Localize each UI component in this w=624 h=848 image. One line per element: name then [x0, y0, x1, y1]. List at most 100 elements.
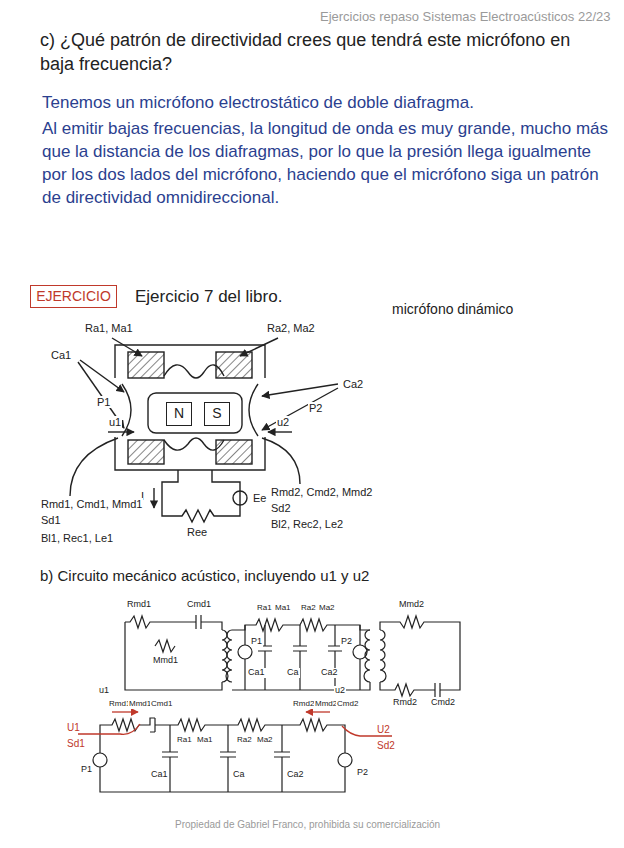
question-text: c) ¿Qué patrón de directividad crees que…	[40, 28, 605, 77]
component-label: Ma1	[274, 604, 292, 613]
drawing-title: micrófono dinámico	[392, 300, 513, 319]
microphone-drawing-part	[148, 393, 242, 433]
equivalent-circuit-top-part	[258, 625, 272, 690]
answer-text: Al emitir bajas frecuencias, la longitud…	[42, 118, 612, 210]
equivalent-circuit-top-part	[226, 630, 232, 682]
component-label: Rmd1	[126, 600, 152, 610]
microphone-drawing-part	[162, 470, 240, 522]
equivalent-circuit-bottom	[93, 718, 352, 792]
microphone-drawing-part	[262, 388, 338, 430]
source-label: P1	[250, 637, 263, 647]
equivalent-circuit-bottom-part	[93, 753, 107, 767]
component-label: Ra1	[256, 604, 273, 613]
component-label: Ca2	[286, 770, 305, 780]
parameter-list: Sd2	[270, 502, 292, 514]
answer-text: Tenemos un micrófono electrostático de d…	[42, 92, 612, 115]
page-header: Ejercicios repaso Sistemas Electroacústi…	[320, 8, 610, 26]
exercise-box: EJERCICIO	[30, 285, 117, 308]
component-label: Mmd1	[128, 700, 152, 709]
equivalent-circuit-bottom-part	[155, 719, 345, 753]
microphone-drawing-part	[268, 431, 292, 432]
microphone-drawing-part	[128, 352, 164, 378]
equivalent-circuit-top-part	[125, 622, 222, 690]
equivalent-circuit-top-part	[201, 622, 222, 630]
flow-arrows-part	[112, 711, 138, 712]
microphone-drawing-part	[216, 352, 252, 378]
microphone-drawing-part	[112, 338, 142, 356]
microphone-drawing-part	[115, 437, 265, 470]
parameter-list: Rmd2, Cmd2, Mmd2	[270, 486, 373, 498]
parameter-list: Bl1, Rec1, Le1	[40, 532, 114, 544]
component-label: Ra1	[176, 736, 193, 745]
velocity-label: u1	[108, 416, 122, 428]
microphone-drawing-part	[249, 384, 258, 436]
equivalent-circuit-top-part	[238, 645, 252, 659]
microphone-drawing-part	[78, 362, 124, 428]
exercise-heading: Ejercicio 7 del libro.	[135, 286, 282, 309]
equivalent-circuit-top-part	[196, 615, 201, 629]
parameter-list: Sd1	[40, 514, 62, 526]
flow-arrows-part	[78, 724, 140, 734]
pressure-label: P2	[308, 402, 323, 414]
component-label: Ma2	[256, 736, 274, 745]
equivalent-circuit-top-part	[328, 625, 342, 690]
equivalent-circuit-top-part	[245, 625, 360, 690]
equivalent-circuit-top	[125, 615, 460, 697]
microphone-drawing-part	[108, 431, 134, 432]
source-label: Ee	[252, 492, 267, 504]
magnet-pole: S	[204, 402, 230, 426]
source-label: P2	[356, 768, 369, 778]
equivalent-circuit-bottom-part	[338, 753, 352, 767]
parameter-list: Rmd1, Cmd1, Mmd1	[40, 498, 143, 510]
component-label: Ra2	[300, 604, 317, 613]
equivalent-circuit-top-part	[155, 640, 175, 652]
microphone-drawing-part	[164, 365, 224, 378]
node-text: N	[167, 405, 191, 422]
component-label: Rmd2	[292, 700, 315, 709]
flow-label: Sd2	[376, 740, 396, 751]
equivalent-circuit-top-part	[435, 683, 440, 697]
velocity-label: u2	[334, 686, 346, 696]
flow-arrows-part	[306, 711, 330, 712]
parameter-list: Bl2, Rec2, Le2	[270, 518, 344, 530]
question-text: b) Circuito mecánico acústico, incluyend…	[40, 566, 369, 586]
component-label: Mmd2	[398, 600, 425, 610]
node-text: S	[205, 405, 229, 422]
source-label: P2	[340, 637, 353, 647]
part-label: Ra1, Ma1	[84, 322, 134, 334]
pressure-label: P1	[96, 396, 111, 408]
resistor-label: Ree	[186, 526, 208, 538]
equivalent-circuit-top-part	[380, 682, 435, 696]
component-label: Mmd1	[152, 656, 179, 666]
equivalent-circuit-bottom-part	[274, 725, 290, 792]
microphone-drawing-part	[115, 345, 265, 378]
equivalent-circuit-top-part	[232, 682, 370, 690]
equivalent-circuit-top-part	[125, 616, 196, 628]
velocity-label: u1	[98, 686, 110, 696]
component-label: Cmd1	[186, 600, 212, 610]
flow-arrows	[78, 712, 392, 736]
component-label: Ra2	[236, 736, 253, 745]
component-label: Cmd1	[150, 700, 173, 709]
equivalent-circuit-top-part	[293, 625, 307, 690]
part-label: Ca1	[50, 349, 72, 361]
equivalent-circuit-bottom-part	[220, 725, 236, 792]
component-label: Ca1	[150, 770, 169, 780]
component-label: Cmd2	[336, 700, 359, 709]
microphone-drawing-part	[80, 360, 124, 392]
component-label: Ca2	[320, 668, 339, 678]
microphone-drawing-part	[164, 438, 224, 450]
flow-label: Sd1	[66, 738, 86, 749]
microphone-drawing-part	[233, 491, 247, 505]
microphone-drawing-part	[70, 438, 118, 496]
magnet-pole: N	[166, 402, 192, 426]
component-label: Rmd2	[392, 698, 418, 708]
equivalent-circuit-bottom-part	[100, 718, 155, 753]
microphone-drawing-part	[262, 438, 300, 484]
microphone-drawing-part	[153, 488, 154, 508]
component-label: Ma2	[318, 604, 336, 613]
microphone-drawing-part	[128, 440, 164, 464]
component-label: Ca	[286, 668, 300, 678]
component-label: Mmd2	[314, 700, 338, 709]
equivalent-circuit-top-part	[380, 630, 386, 682]
